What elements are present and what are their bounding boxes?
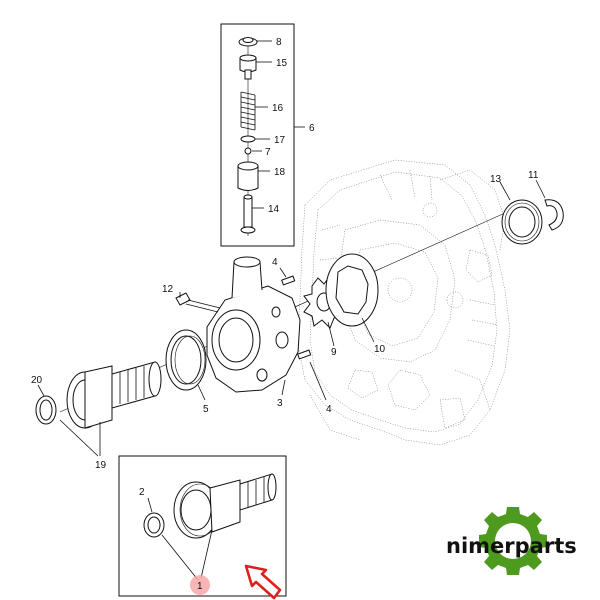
callout-15: 15 [276,58,288,69]
callout-11: 11 [528,170,539,181]
callout-3: 3 [277,398,283,409]
part-15-plug [239,54,257,80]
part-19-shaft-assembly [35,361,162,457]
part-18-sleeve [237,161,259,191]
part-16-spring [240,91,256,131]
part-10-outer-rotor [325,253,379,343]
part-17-washer [240,135,256,143]
callout-10: 10 [374,344,386,355]
callout-14: 14 [268,204,280,215]
transmission-housing [297,159,511,446]
callout-8: 8 [276,37,282,48]
part-5-ring-gear [165,329,207,401]
callout-9: 9 [331,347,337,358]
callout-12: 12 [162,284,174,295]
callout-1: 1 [197,581,203,592]
part-4-dowel-pins [279,267,327,401]
callout-2: 2 [139,487,145,498]
callout-13: 13 [490,174,502,185]
callout-17: 17 [274,135,286,146]
part-11-snap-ring [535,179,564,231]
callout-19: 19 [95,460,107,471]
part-3-pump-body [206,256,301,396]
callout-4-top: 4 [272,257,278,268]
callout-16: 16 [272,103,284,114]
callout-6: 6 [309,123,315,134]
valve-detail-box [220,23,305,247]
callout-5: 5 [203,404,209,415]
inset-detail-box: 1 2 [118,455,287,597]
part-12-bolt [175,292,221,313]
gear-icon [479,507,547,575]
callout-1-highlight [190,575,210,595]
part-14-pin [240,194,256,234]
nimerparts-logo: nimerparts [446,507,577,575]
callout-18: 18 [274,167,286,178]
part-7-ball [244,147,252,155]
callout-20: 20 [31,375,43,386]
red-arrow-icon [244,564,282,600]
callout-7: 7 [265,147,271,158]
part-8-cap [238,37,258,47]
callout-4-bottom: 4 [326,404,332,415]
part-2-bushing [143,497,165,538]
part-13-bearing [499,181,543,245]
part-1-gear-shaft [173,473,277,539]
logo-text: nimerparts [446,534,577,558]
